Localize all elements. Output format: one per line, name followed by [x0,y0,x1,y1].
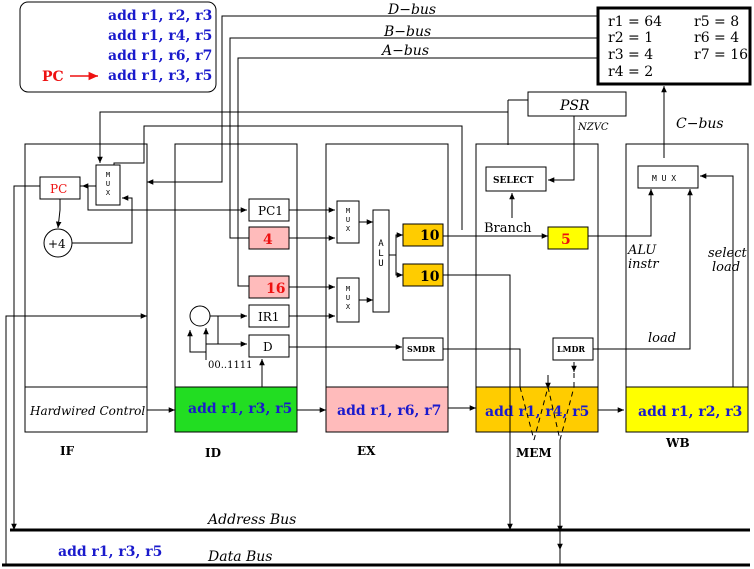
ir1-label: IR1 [258,310,279,324]
a-bus-label: A−bus [380,43,429,59]
ex-output-bottom-value: 10 [420,269,440,285]
c-bus-label: C−bus [676,116,724,132]
address-bus-label: Address Bus [206,512,296,528]
mem-result-value: 5 [561,232,571,248]
imm-range-label: 00..1111 [208,360,253,371]
stage-instruction-bars: Hardwired Control add r1, r3, r5 add r1,… [24,386,749,433]
mem-instruction-bar [475,386,599,433]
data-bus-label: Data Bus [207,549,272,565]
pc-register-label: PC [50,182,67,196]
wb-stage-label: WB [665,436,690,450]
id-reg-b-value: 16 [266,281,285,297]
lmdr-label: LMDR [557,344,585,354]
pc-pointer-label: PC [42,69,64,85]
data-bus-instruction: add r1, r3, r5 [58,544,162,560]
hardwired-control-label: Hardwired Control [29,404,145,418]
id-stage-label: ID [205,446,221,460]
program-line: add r1, r2, r3 [108,8,212,24]
alu-instr-line: ALU [627,243,657,258]
select-label: SELECT [493,176,534,186]
branch-label: Branch [484,221,532,236]
ex-instruction: add r1, r6, r7 [337,403,441,419]
wb-mux [637,165,699,189]
alu [372,209,390,313]
program-box: add r1, r2, r3 add r1, r4, r5 add r1, r6… [19,1,217,93]
pc1-label: PC1 [258,204,283,218]
if-mux [95,164,121,206]
psr-box [527,91,627,117]
wb-instruction: add r1, r2, r3 [638,404,742,420]
register-value: r7 = 16 [694,47,748,63]
register-value: r6 = 4 [694,30,739,46]
smdr-label: SMDR [407,344,436,354]
id-reg-a-value: 4 [263,232,273,248]
mem-result-register [547,226,589,250]
d-bus-label: D−bus [387,2,436,18]
ex-instruction-bar [325,386,449,433]
wb-mux-label: M U X [652,174,676,183]
psr-flags: NZVC [577,122,609,133]
d-label: D [263,340,273,354]
ex-stage-label: EX [357,444,376,458]
register-file: r1 = 64 r2 = 1 r3 = 4 r4 = 2 r5 = 8 r6 =… [596,6,752,86]
d-register [248,334,290,358]
register-value: r3 = 4 [608,47,653,63]
b-bus-label: B−bus [383,24,431,40]
wb-instruction-bar [625,386,749,433]
psr-label: PSR [559,98,590,114]
register-buses [147,15,667,289]
plus4-adder-label: +4 [48,237,66,251]
program-line-current: add r1, r3, r5 [108,68,212,84]
ex-output-top-value: 10 [420,228,440,244]
id-instruction: add r1, r3, r5 [188,401,292,417]
register-value: r5 = 8 [694,14,739,30]
register-value: r1 = 64 [608,14,662,30]
select-box [485,166,547,192]
id-instruction-bar [174,386,298,433]
mem-stage-label: MEM [516,446,552,460]
if-stage-label: IF [60,444,75,458]
program-line: add r1, r4, r5 [108,28,212,44]
mem-instruction: add r1, r4, r5 [485,404,589,420]
register-value: r4 = 2 [608,64,653,80]
incrementer-circle [189,305,211,327]
program-line: add r1, r6, r7 [108,48,212,64]
load-label: load [648,331,676,346]
register-value: r2 = 1 [608,30,653,46]
